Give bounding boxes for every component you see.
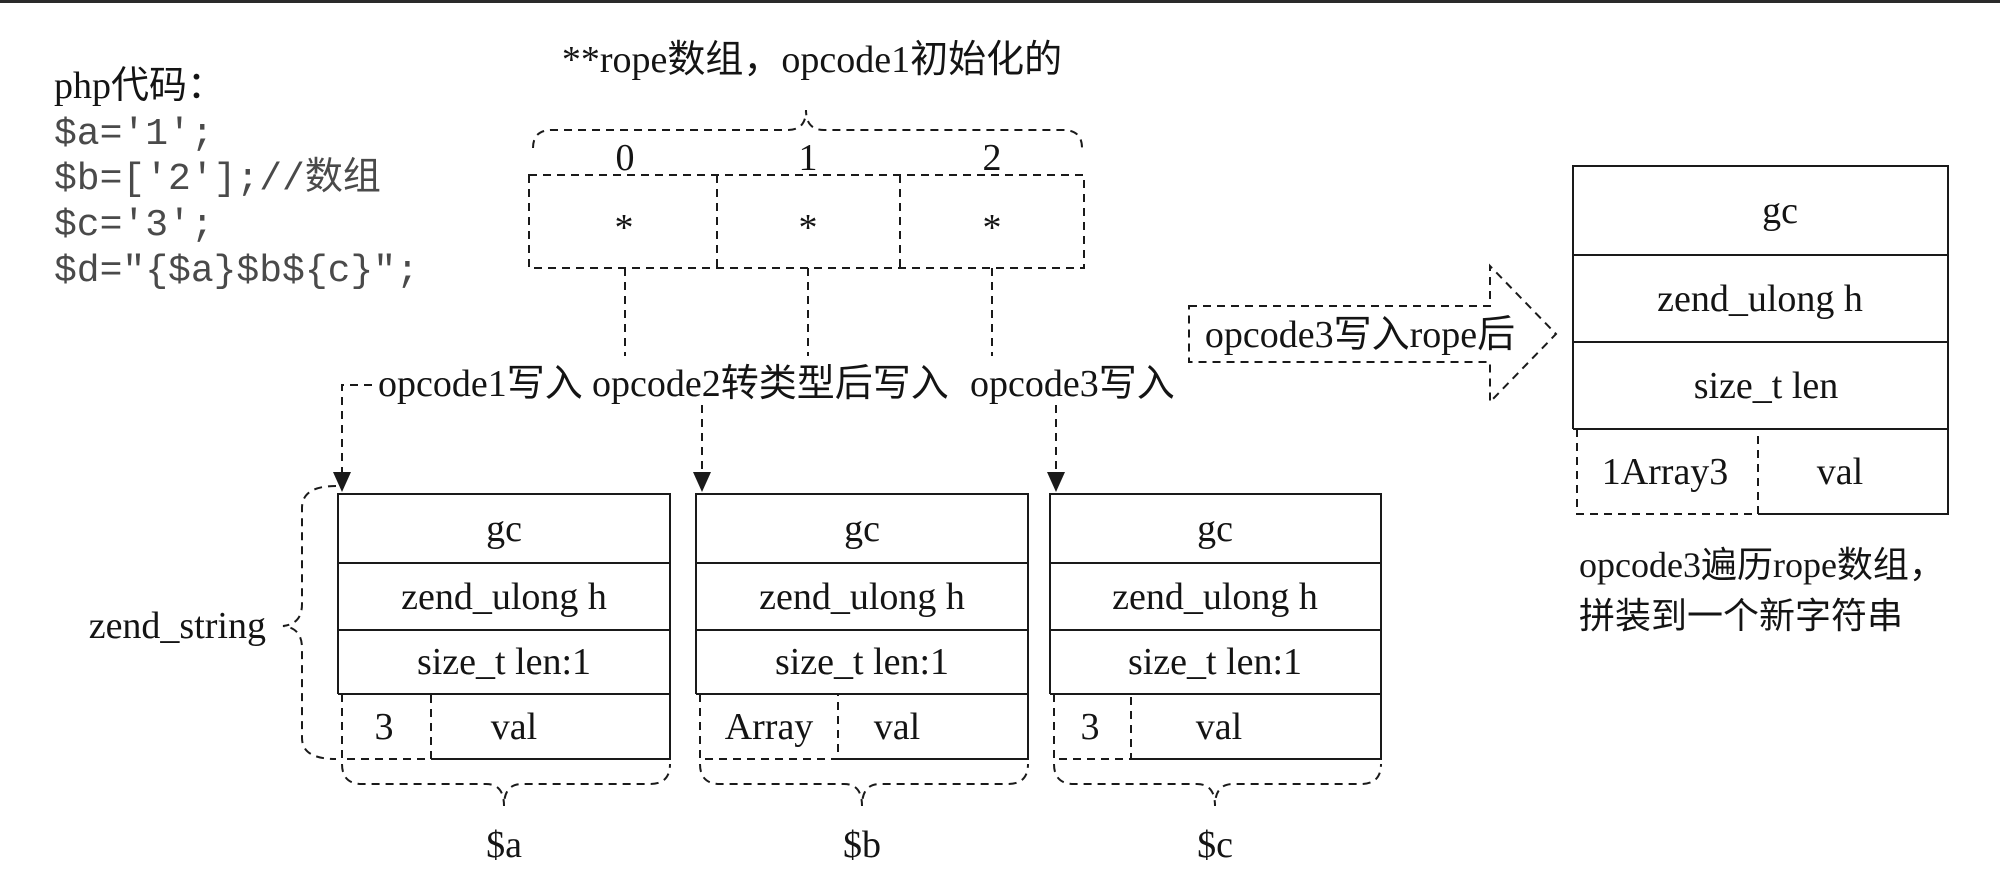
rope-cell-pointer-1: * xyxy=(799,207,818,249)
rope-index-0: 0 xyxy=(616,137,635,179)
struct-content: 1Array3 xyxy=(1602,451,1729,493)
rope-index-1: 1 xyxy=(799,137,818,179)
struct-field-val: val xyxy=(874,706,920,748)
opcode2-write-label: opcode2转类型后写入 xyxy=(592,363,949,405)
code-line-b: $b=['2'];//数组 xyxy=(54,157,381,201)
code-heading: php代码： xyxy=(54,65,225,107)
struct-field-hash: zend_ulong h xyxy=(401,576,607,618)
rope-brace xyxy=(532,109,1083,149)
struct-field-hash: zend_ulong h xyxy=(1112,576,1318,618)
struct-var-brace xyxy=(341,763,671,807)
struct-outline xyxy=(337,493,671,760)
opcode1-arrowhead xyxy=(333,472,351,492)
struct-content-cell xyxy=(699,694,839,760)
struct-field-val: val xyxy=(1817,451,1863,493)
top-border-line xyxy=(0,0,2000,3)
write-labels: opcode1写入 opcode2转类型后写入 opcode3写入 xyxy=(333,363,1175,492)
struct-field-len: size_t len:1 xyxy=(1128,641,1302,683)
rope-array-group: **rope数组，opcode1初始化的 0 1 2 * * * xyxy=(528,39,1085,356)
opcode3-arrowhead xyxy=(1047,472,1065,492)
opcode2-arrowhead xyxy=(693,472,711,492)
struct-outline xyxy=(695,493,1029,760)
struct-field-gc: gc xyxy=(844,508,880,550)
variable-label-b: $b xyxy=(843,824,881,866)
variable-label-c: $c xyxy=(1197,824,1233,866)
struct-field-gc: gc xyxy=(1762,190,1798,232)
result-caption-line-1: opcode3遍历rope数组， xyxy=(1579,545,1945,585)
struct-content: 3 xyxy=(1081,706,1100,748)
struct-outline xyxy=(1572,165,1949,515)
struct-field-len: size_t len:1 xyxy=(417,641,591,683)
struct-field-hash: zend_ulong h xyxy=(1657,278,1863,320)
struct-field-len: size_t len:1 xyxy=(775,641,949,683)
struct-content: Array xyxy=(725,706,814,748)
struct-field-hash: zend_ulong h xyxy=(759,576,965,618)
struct-var-brace xyxy=(1053,763,1382,807)
struct-field-val: val xyxy=(491,706,537,748)
struct-field-gc: gc xyxy=(486,508,522,550)
struct-content: 3 xyxy=(375,706,394,748)
opcode1-write-label: opcode1写入 xyxy=(378,363,583,405)
code-line-a: $a='1'; xyxy=(54,113,214,156)
struct-outline xyxy=(1049,493,1382,760)
result-zend-string: gc zend_ulong h size_t len 1Array3 val o… xyxy=(1572,165,1949,636)
zend-string-brace xyxy=(282,485,337,760)
struct-field-gc: gc xyxy=(1197,508,1233,550)
opcode3-write-label: opcode3写入 xyxy=(970,363,1175,405)
code-line-c: $c='3'; xyxy=(54,204,214,247)
variable-label-a: $a xyxy=(486,824,522,866)
rope-cell-pointer-0: * xyxy=(615,207,634,249)
rope-array-box xyxy=(528,174,1085,269)
zend-string-c: gc zend_ulong h size_t len:1 3 val $c xyxy=(1049,493,1382,866)
transition-arrow xyxy=(1188,263,1558,405)
struct-var-brace xyxy=(699,763,1029,807)
rope-index-2: 2 xyxy=(983,137,1002,179)
result-caption-line-2: 拼装到一个新字符串 xyxy=(1579,596,1903,636)
rope-title: **rope数组，opcode1初始化的 xyxy=(562,39,1062,81)
transition-arrow-group: opcode3写入rope后 xyxy=(1188,263,1558,405)
php-code-block: php代码： $a='1'; $b=['2'];//数组 $c='3'; $d=… xyxy=(54,65,419,293)
code-line-d: $d="{$a}$b${c}"; xyxy=(54,250,419,293)
rope-cell-pointer-2: * xyxy=(983,207,1002,249)
zend-string-a: gc zend_ulong h size_t len:1 3 val $a xyxy=(337,493,671,866)
struct-field-val: val xyxy=(1196,706,1242,748)
struct-field-len: size_t len xyxy=(1694,365,1839,407)
transition-label: opcode3写入rope后 xyxy=(1205,314,1515,356)
struct-content-cell xyxy=(1576,429,1759,515)
struct-content-cell xyxy=(341,694,432,760)
opcode1-write-connector xyxy=(341,384,372,472)
zend-string-b: gc zend_ulong h size_t len:1 Array val $… xyxy=(695,493,1029,866)
struct-content-cell xyxy=(1053,694,1132,760)
zend-string-label: zend_string xyxy=(89,605,266,647)
